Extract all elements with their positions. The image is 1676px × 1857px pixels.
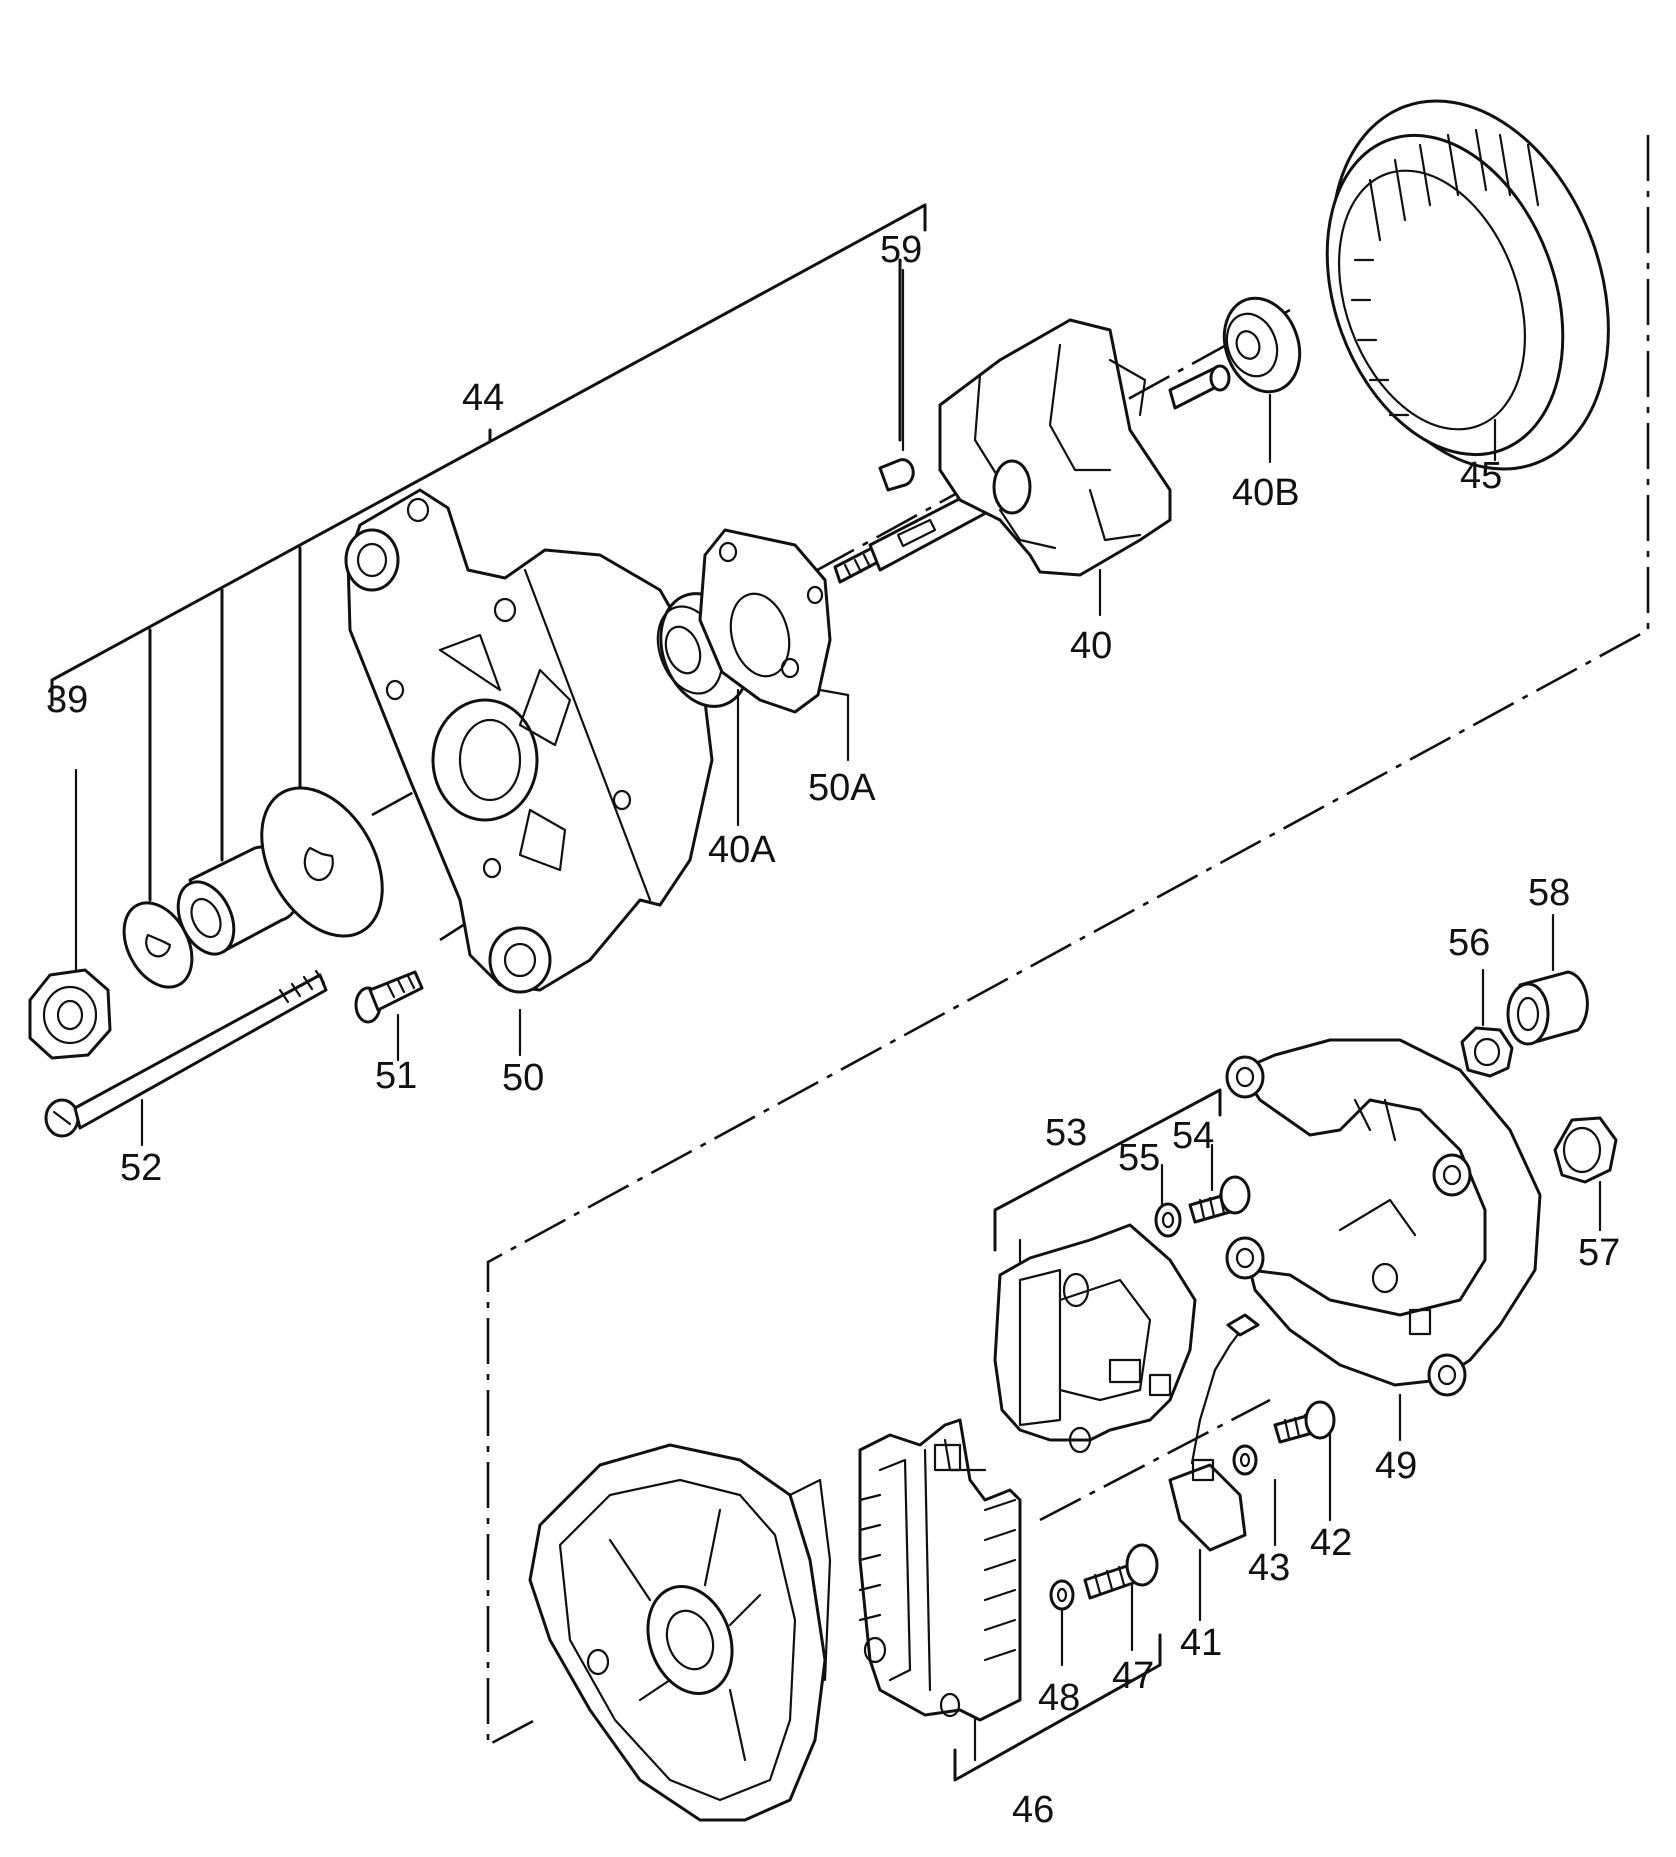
- drive-end-bracket-50: [344, 488, 714, 1057]
- label-42: 42: [1310, 1522, 1352, 1564]
- label-56: 56: [1448, 922, 1490, 964]
- label-52: 52: [120, 1147, 162, 1189]
- washer-43: [1232, 1444, 1277, 1547]
- brush-41: [1168, 1313, 1260, 1622]
- screw-42: [1273, 1400, 1336, 1522]
- end-cover-49: [1225, 1038, 1542, 1442]
- slip-ring-end-bracket: [528, 1443, 832, 1822]
- label-40A: 40A: [708, 829, 776, 871]
- bolt-52: [44, 969, 328, 1147]
- screw-47: [1083, 1543, 1159, 1652]
- washer-48: [1049, 1579, 1075, 1667]
- part-labels: 39 44 59 40B 45 40 50A 40A 58 56 51 50 5…: [46, 229, 1620, 1831]
- key-59: [878, 268, 915, 492]
- bracket-44: [50, 203, 927, 902]
- label-40: 40: [1070, 625, 1112, 667]
- label-49: 49: [1375, 1445, 1417, 1487]
- label-43: 43: [1248, 1547, 1290, 1589]
- label-44: 44: [462, 377, 504, 419]
- rectifier-46: [858, 1418, 1162, 1782]
- bearing-40B: [1222, 296, 1302, 464]
- label-53: 53: [1045, 1112, 1087, 1154]
- label-40B: 40B: [1232, 472, 1300, 514]
- retaining-plate-50A: [698, 528, 850, 762]
- label-59: 59: [880, 229, 922, 271]
- label-41: 41: [1180, 1622, 1222, 1664]
- regulator-53: [993, 1088, 1222, 1454]
- label-47: 47: [1112, 1655, 1154, 1697]
- rotor-40: [833, 318, 1231, 617]
- label-58: 58: [1528, 872, 1570, 914]
- label-51: 51: [375, 1055, 417, 1097]
- label-57: 57: [1578, 1232, 1620, 1274]
- label-50A: 50A: [808, 767, 876, 809]
- label-45: 45: [1460, 455, 1502, 497]
- nut-39: [28, 768, 112, 1060]
- label-55: 55: [1118, 1137, 1160, 1179]
- label-39: 39: [46, 679, 88, 721]
- label-54: 54: [1172, 1115, 1214, 1157]
- stator-45: [1325, 99, 1610, 471]
- washer-55: [1154, 1163, 1182, 1238]
- nut-56: [1460, 968, 1514, 1078]
- label-50: 50: [502, 1057, 544, 1099]
- label-46: 46: [1012, 1789, 1054, 1831]
- label-48: 48: [1038, 1677, 1080, 1719]
- sleeve-58: [1506, 913, 1589, 1046]
- nut-57: [1553, 1116, 1618, 1232]
- screw-51: [354, 970, 424, 1062]
- fan-disc: [260, 786, 384, 938]
- screw-54: [1188, 1143, 1251, 1224]
